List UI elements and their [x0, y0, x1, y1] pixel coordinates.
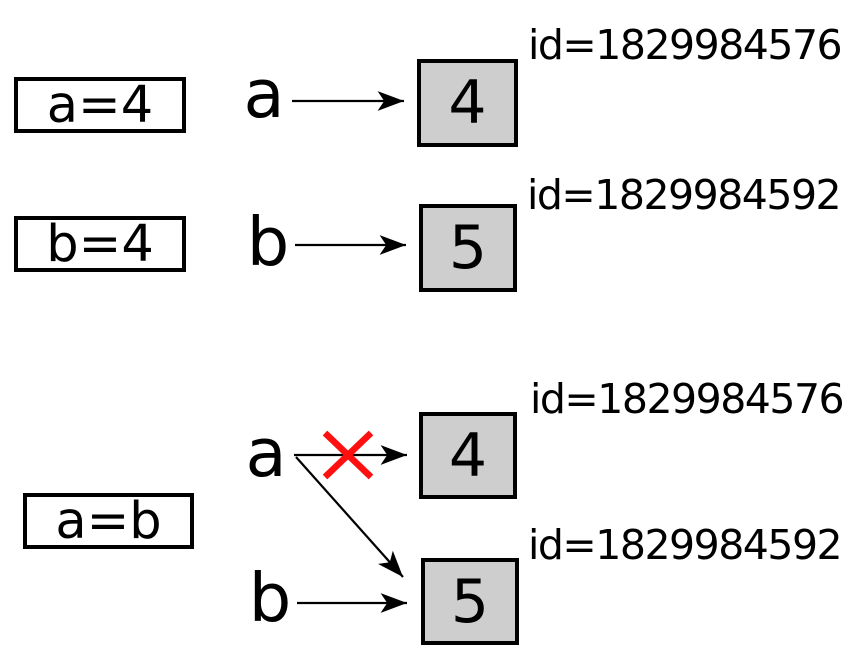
id-label-object4-bottom: id=1829984576: [530, 375, 845, 423]
code-box-b-equals-4: b=4: [14, 216, 186, 272]
object-box-5-bottom: 5: [421, 558, 519, 645]
id-label-object4: id=1829984576: [528, 21, 843, 69]
code-box-a-equals-b: a=b: [23, 493, 194, 549]
id-label-object5: id=1829984592: [527, 171, 842, 219]
variable-label-b-bottom: b: [248, 559, 292, 637]
arrow-a-new-to-object5: [295, 456, 404, 578]
variable-label-a: a: [243, 55, 285, 133]
variable-label-a-bottom: a: [245, 414, 287, 492]
object-box-4-bottom: 4: [419, 412, 517, 499]
object-value: 5: [448, 213, 488, 283]
red-cross-icon: [322, 430, 374, 480]
variable-label-b: b: [246, 203, 290, 281]
object-box-5: 5: [419, 204, 517, 292]
object-value: 4: [448, 68, 487, 138]
code-box-a-equals-4: a=4: [14, 77, 186, 133]
id-label-object5-bottom: id=1829984592: [528, 521, 843, 569]
object-box-4: 4: [417, 59, 518, 147]
object-value: 4: [448, 420, 488, 491]
object-value: 5: [450, 566, 490, 637]
